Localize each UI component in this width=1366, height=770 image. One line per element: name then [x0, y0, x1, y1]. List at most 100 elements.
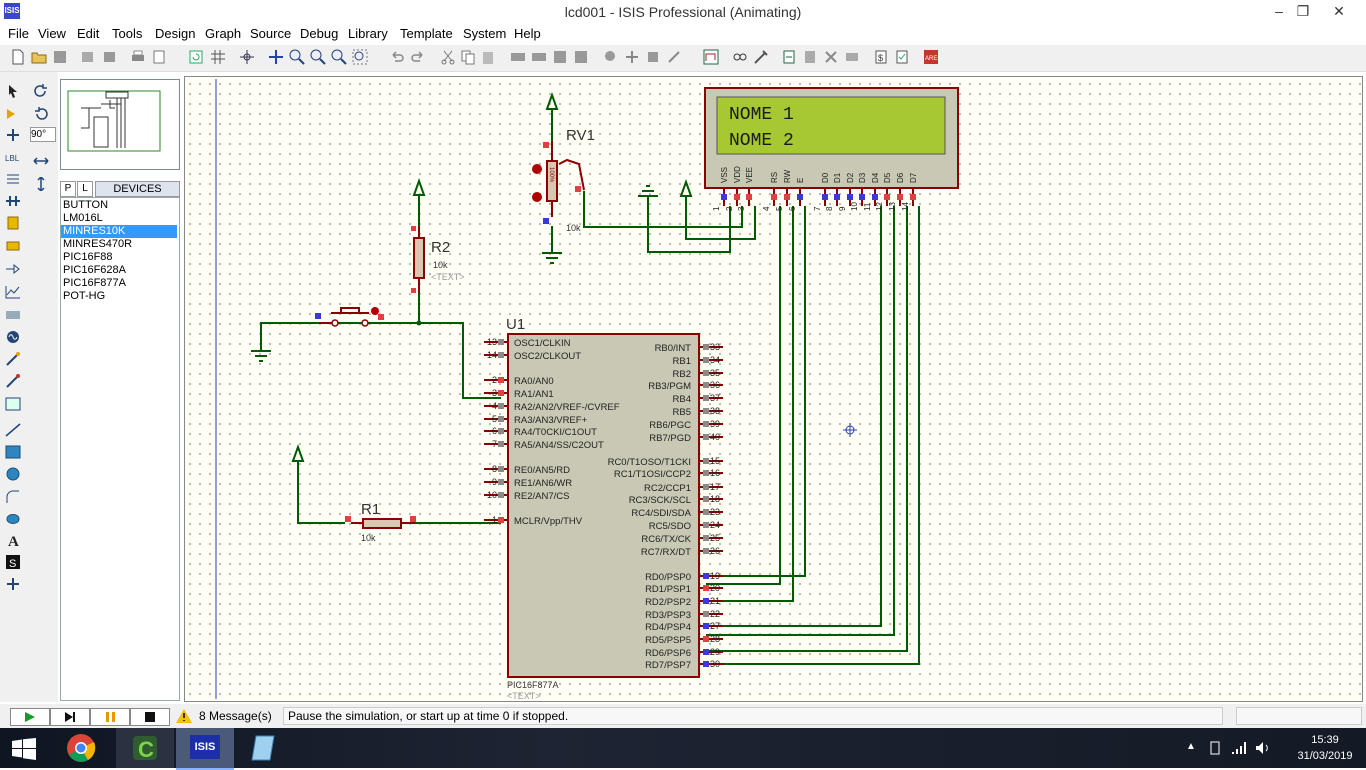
chrome-icon[interactable]: [66, 733, 96, 763]
taskbar-app-isis[interactable]: ISIS: [176, 728, 234, 770]
save-icon[interactable]: [52, 49, 68, 65]
decompose-icon[interactable]: [666, 49, 682, 65]
redo-icon[interactable]: [410, 49, 426, 65]
block-move-icon[interactable]: [531, 49, 547, 65]
pan-icon[interactable]: [268, 49, 284, 65]
packaging-tool-icon[interactable]: [645, 49, 661, 65]
list-item[interactable]: PIC16F628A: [63, 264, 126, 276]
box-tool-icon[interactable]: [5, 445, 21, 459]
exit-to-parent-icon[interactable]: [823, 49, 839, 65]
new-file-icon[interactable]: [10, 49, 26, 65]
menu-debug[interactable]: Debug: [300, 26, 339, 41]
marker-tool-icon[interactable]: [5, 577, 21, 591]
taskbar-app-camtasia[interactable]: C: [116, 728, 174, 768]
zoom-all-icon[interactable]: [331, 49, 347, 65]
pick-devices-button[interactable]: P: [60, 181, 76, 197]
grid-icon[interactable]: [210, 49, 226, 65]
wire-autorouter-icon[interactable]: [703, 49, 719, 65]
clock-date[interactable]: 31/03/2019: [1297, 750, 1353, 762]
arc-tool-icon[interactable]: [5, 490, 21, 504]
play-button[interactable]: [10, 708, 50, 726]
device-pins-icon[interactable]: [5, 262, 21, 276]
make-device-icon[interactable]: [624, 49, 640, 65]
refresh-icon[interactable]: [188, 49, 204, 65]
component-mode-icon[interactable]: [5, 107, 21, 121]
junction-dot-icon[interactable]: [5, 128, 21, 142]
rotate-ccw-icon[interactable]: [33, 107, 49, 121]
new-sheet-icon[interactable]: [781, 49, 797, 65]
block-rotate-icon[interactable]: [552, 49, 568, 65]
zoom-to-child-icon[interactable]: [844, 49, 860, 65]
menu-graph[interactable]: Graph: [205, 26, 242, 41]
menu-tools[interactable]: Tools: [112, 26, 143, 41]
wire-label-icon[interactable]: LBL: [5, 150, 21, 164]
line-tool-icon[interactable]: [5, 423, 21, 437]
zoom-in-icon[interactable]: [289, 49, 305, 65]
print-area-icon[interactable]: [151, 49, 167, 65]
step-button[interactable]: [50, 708, 90, 726]
buses-icon[interactable]: [5, 194, 21, 208]
pause-button[interactable]: [90, 708, 130, 726]
circle-tool-icon[interactable]: [5, 467, 21, 481]
list-item[interactable]: PIC16F877A: [63, 277, 126, 289]
open-folder-icon[interactable]: [31, 49, 47, 65]
subcircuit-icon[interactable]: [5, 216, 21, 230]
menu-template[interactable]: Template: [400, 26, 453, 41]
paste-icon[interactable]: [481, 49, 497, 65]
menu-help[interactable]: Help: [514, 26, 541, 41]
search-tag-icon[interactable]: [732, 49, 748, 65]
mirror-x-icon[interactable]: [33, 154, 49, 168]
generator-mode-icon[interactable]: [5, 330, 21, 344]
menu-edit[interactable]: Edit: [77, 26, 100, 41]
stop-button[interactable]: [130, 708, 170, 726]
undo-icon[interactable]: [389, 49, 405, 65]
menu-library[interactable]: Library: [348, 26, 388, 41]
menu-view[interactable]: View: [38, 26, 66, 41]
warning-icon[interactable]: [176, 709, 192, 723]
export-icon[interactable]: [101, 49, 117, 65]
virtual-instruments-icon[interactable]: [5, 397, 21, 411]
copy-icon[interactable]: [460, 49, 476, 65]
electrical-rule-check-icon[interactable]: [894, 49, 910, 65]
menu-system[interactable]: System: [463, 26, 507, 41]
rotate-cw-icon[interactable]: [33, 84, 49, 98]
remove-sheet-icon[interactable]: [802, 49, 818, 65]
origin-icon[interactable]: [239, 49, 255, 65]
ares-netlist-icon[interactable]: ARES: [923, 49, 939, 65]
maximize-button[interactable]: ❐: [1296, 3, 1310, 19]
current-probe-icon[interactable]: [5, 374, 21, 388]
terminals-icon[interactable]: [5, 239, 21, 253]
menu-file[interactable]: File: [8, 26, 29, 41]
import-icon[interactable]: [80, 49, 96, 65]
voltage-probe-icon[interactable]: [5, 352, 21, 366]
list-item[interactable]: PIC16F88: [63, 251, 113, 263]
pick-device-icon[interactable]: [603, 49, 619, 65]
overview-window[interactable]: [60, 79, 180, 170]
list-item[interactable]: LM016L: [63, 212, 103, 224]
mirror-y-icon[interactable]: [33, 177, 49, 191]
menu-design[interactable]: Design: [155, 26, 196, 41]
list-item-selected[interactable]: MINRES10K: [61, 225, 177, 238]
clock-time[interactable]: 15:39: [1311, 734, 1339, 746]
minimize-button[interactable]: –: [1275, 3, 1283, 19]
schematic-canvas[interactable]: R2 10k <TEXT> R1 10k 100%: [184, 76, 1363, 702]
lcd-module[interactable]: NOME 1 NOME 2 VSS1VDD2VEE3RS4RW5E6D07D18…: [704, 87, 959, 211]
rv1-potentiometer[interactable]: 100%: [532, 141, 585, 224]
zoom-out-icon[interactable]: [310, 49, 326, 65]
rotation-field[interactable]: 90°: [30, 127, 56, 142]
push-button[interactable]: [315, 307, 384, 327]
text-script-icon[interactable]: [5, 172, 21, 186]
show-hidden-icons-icon[interactable]: ▲: [1186, 741, 1196, 752]
tape-recorder-icon[interactable]: [5, 308, 21, 322]
text-tool-icon[interactable]: A: [5, 533, 21, 547]
block-copy-icon[interactable]: [510, 49, 526, 65]
graph-mode-icon[interactable]: [5, 285, 21, 299]
zoom-area-icon[interactable]: [352, 49, 368, 65]
block-delete-icon[interactable]: [573, 49, 589, 65]
notepad-icon[interactable]: [250, 734, 280, 762]
property-tool-icon[interactable]: [753, 49, 769, 65]
close-button[interactable]: ✕: [1333, 3, 1345, 19]
windows-start-icon[interactable]: [12, 738, 36, 760]
library-manager-button[interactable]: L: [77, 181, 93, 197]
print-icon[interactable]: [130, 49, 146, 65]
